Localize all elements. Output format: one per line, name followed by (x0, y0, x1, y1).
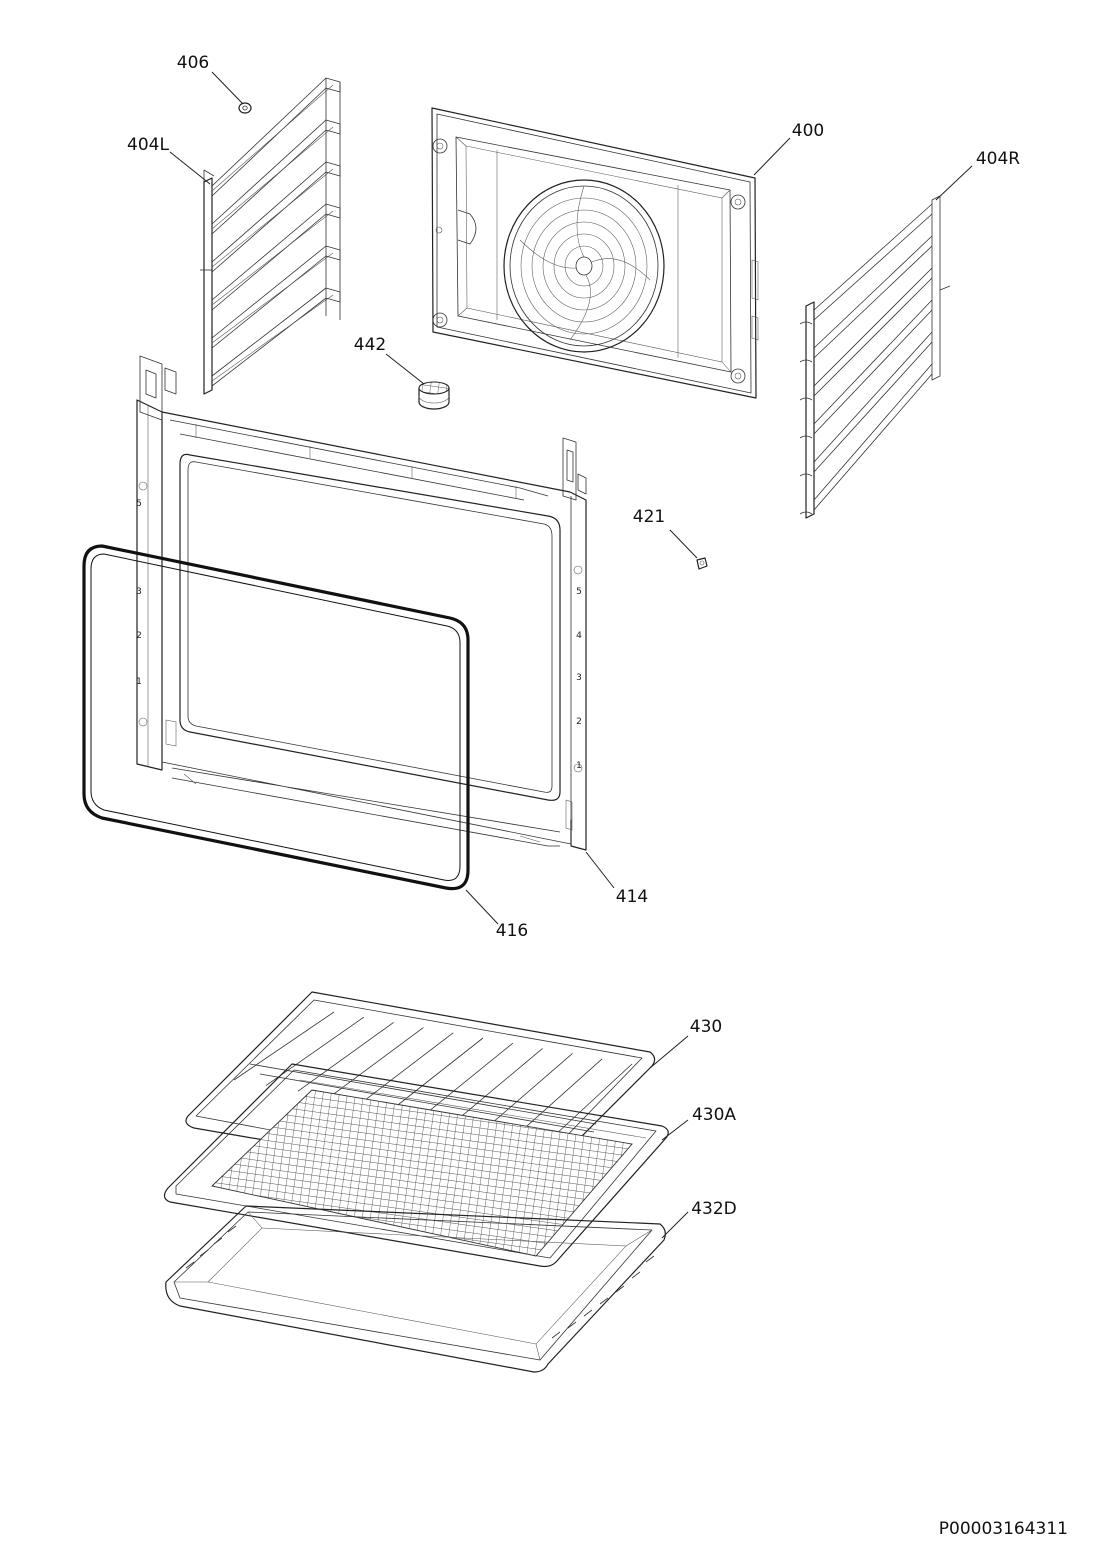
part-labels: 406 404L 400 404R 442 421 414 416 430 43… (127, 53, 1020, 1219)
label-406: 406 (177, 53, 209, 73)
shelf-number-labels-right: 5 4 3 2 1 (576, 587, 582, 771)
part-432D-baking-tray (165, 1205, 666, 1373)
shelf-number-right: 4 (576, 631, 582, 641)
shelf-number-left: 2 (136, 631, 142, 641)
label-404L: 404L (127, 135, 169, 155)
shelf-number-right: 2 (576, 717, 582, 727)
leader-lines (169, 71, 973, 1239)
label-442: 442 (354, 335, 386, 355)
shelf-number-left: 1 (136, 677, 142, 687)
shelf-number-right: 1 (576, 761, 582, 771)
shelf-number-labels-left: 5 3 2 1 (136, 499, 142, 687)
shelf-number-left: 3 (136, 587, 142, 597)
part-430A-mesh-tray (163, 1063, 669, 1268)
label-400: 400 (792, 121, 824, 141)
part-421-screw (696, 557, 708, 570)
part-414-front-frame: 5 3 2 1 5 4 3 2 1 (136, 355, 587, 851)
label-432D: 432D (691, 1199, 737, 1219)
shelf-number-left: 5 (136, 499, 142, 509)
label-430A: 430A (692, 1105, 736, 1125)
part-404L-left-shelf-rail (200, 77, 341, 395)
label-430: 430 (690, 1017, 722, 1037)
label-421: 421 (633, 507, 665, 527)
label-414: 414 (616, 887, 648, 907)
part-406-washer (238, 102, 252, 114)
shelf-number-right: 3 (576, 673, 582, 683)
shelf-number-right: 5 (576, 587, 582, 597)
label-416: 416 (496, 921, 528, 941)
part-442-lamp-cover (418, 381, 450, 410)
drawing-code: P00003164311 (939, 1519, 1068, 1539)
part-404R-right-shelf-rail (799, 195, 951, 519)
part-400-back-panel-fan-cover (431, 107, 759, 399)
fan-grille (503, 179, 665, 353)
label-404R: 404R (976, 149, 1020, 169)
part-416-door-seal (82, 544, 470, 891)
